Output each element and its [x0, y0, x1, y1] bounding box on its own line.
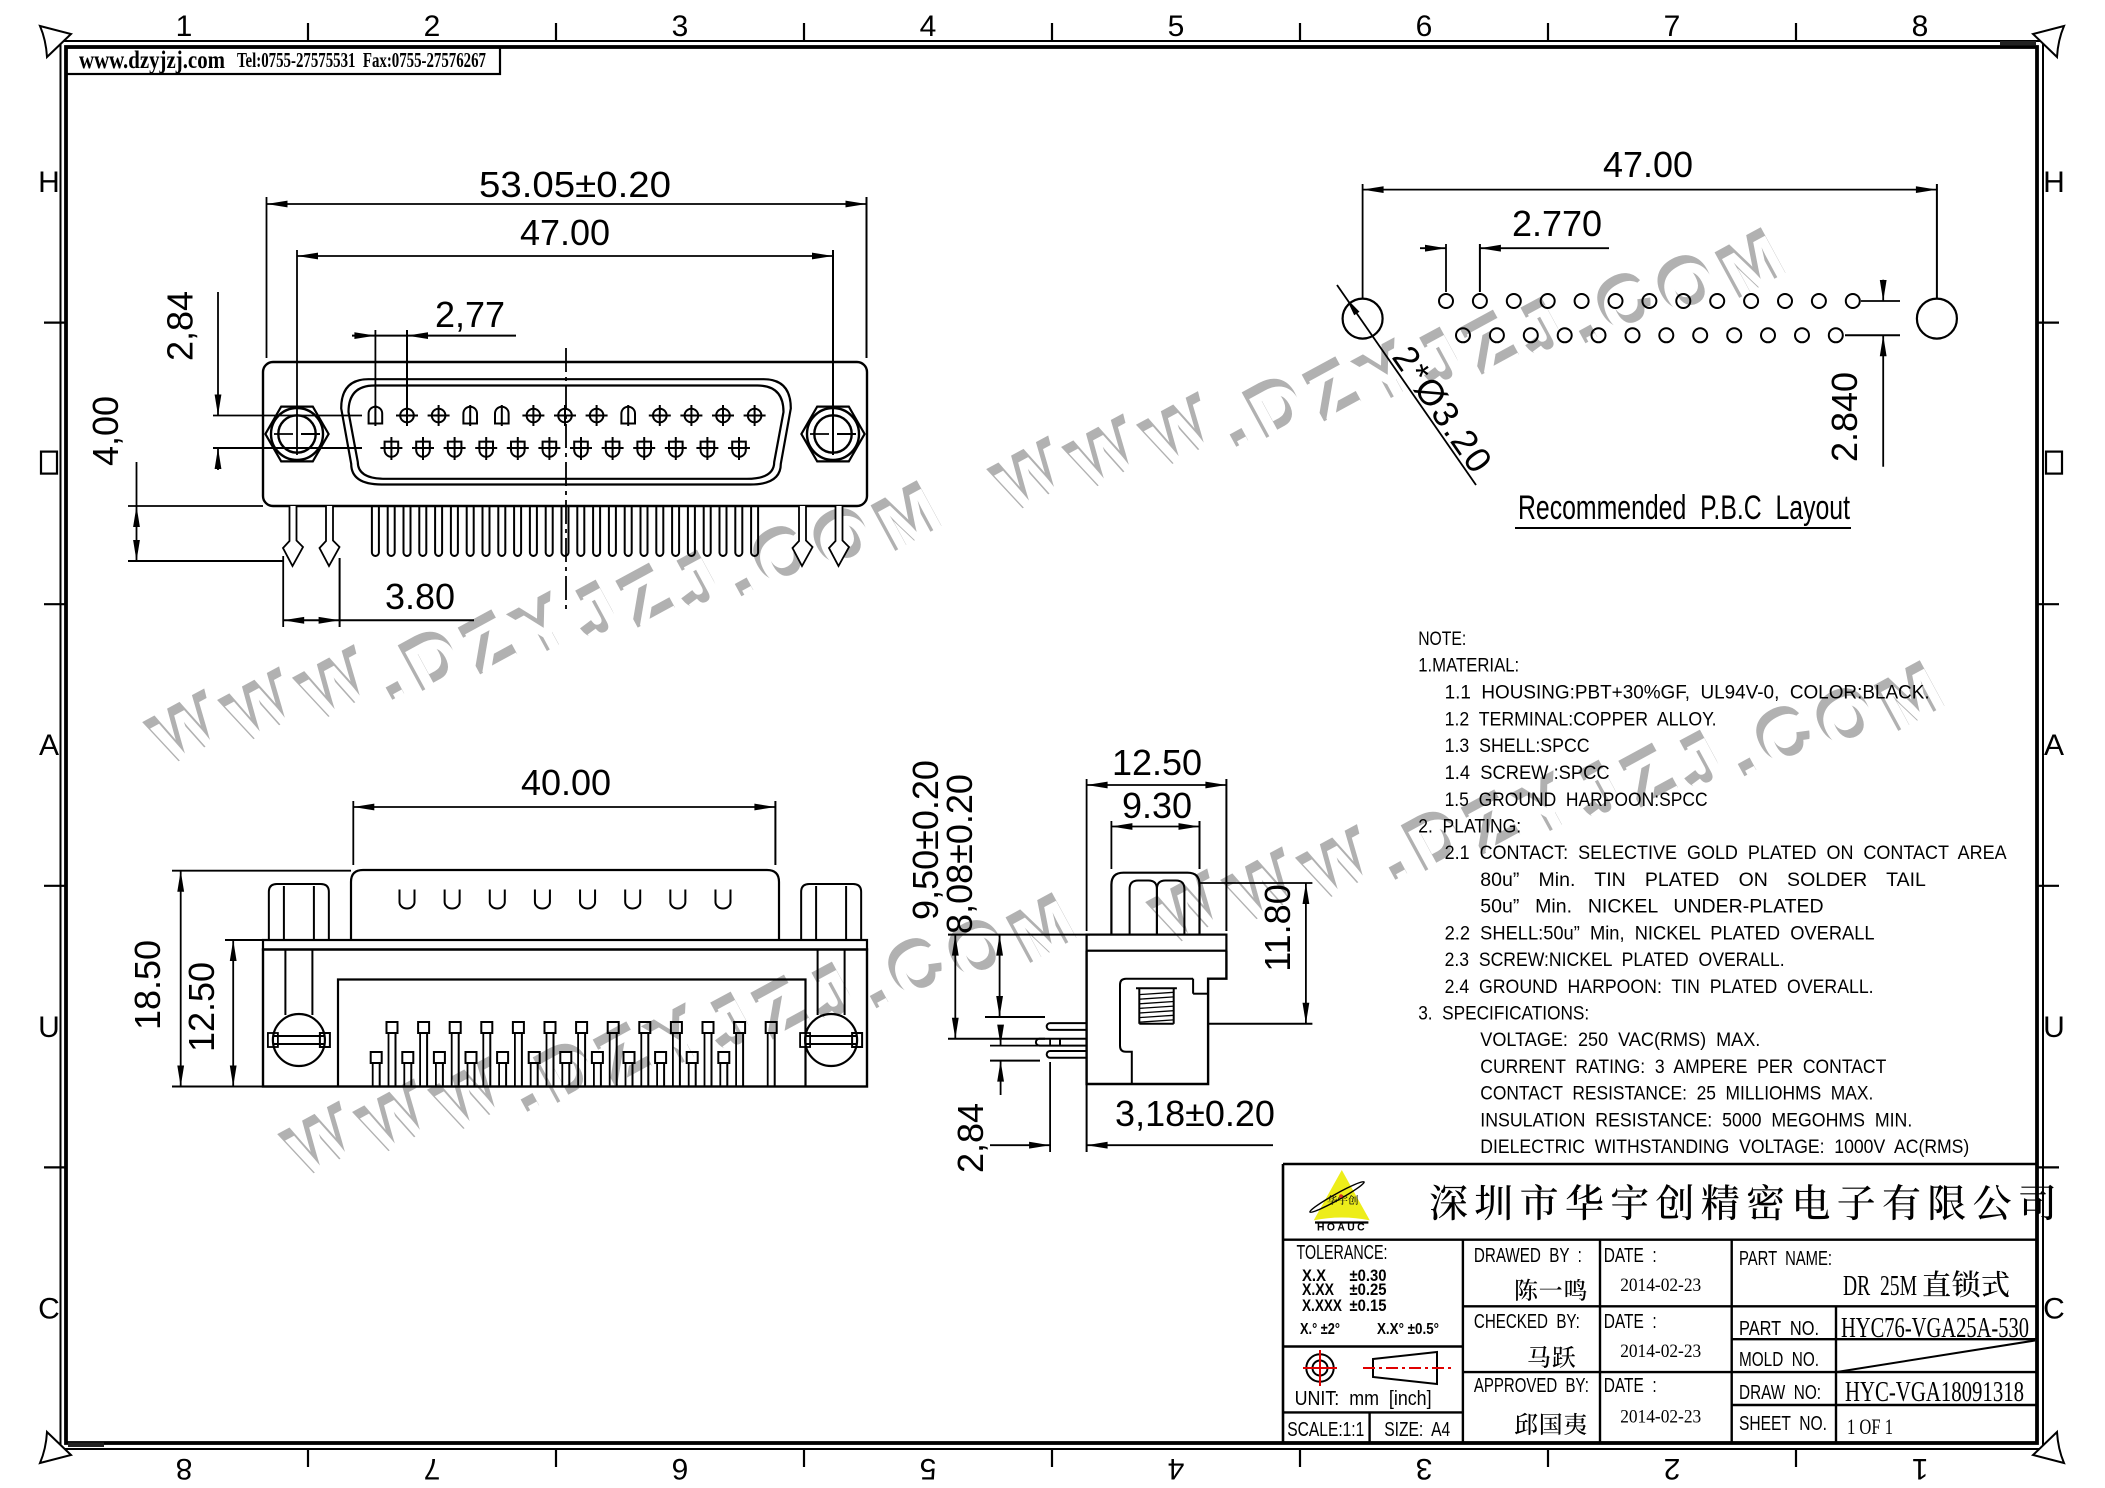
svg-text:4,00: 4,00	[85, 396, 126, 466]
svg-text:40.00: 40.00	[521, 762, 611, 803]
svg-text:DATE :: DATE :	[1604, 1245, 1657, 1267]
svg-text:4: 4	[920, 10, 937, 43]
svg-text:CONTACT RESISTANCE: 25 MILL: CONTACT RESISTANCE: 25 MILLIOHMS MAX.	[1480, 1083, 1873, 1105]
svg-text:Tel:0755-27575531 Fax:0755-27: Tel:0755-27575531 Fax:0755-27576267	[237, 48, 486, 72]
svg-text:C: C	[38, 1292, 60, 1325]
svg-text:1.1 HOUSING:PBT+30%GF, UL94V: 1.1 HOUSING:PBT+30%GF, UL94V-0, COLOR:BL…	[1445, 682, 1930, 704]
svg-text:53.05±0.20: 53.05±0.20	[479, 164, 671, 205]
svg-text:2014-02-23: 2014-02-23	[1620, 1275, 1701, 1296]
svg-text:SCALE:1:1: SCALE:1:1	[1287, 1419, 1364, 1441]
svg-text:CHECKED BY:: CHECKED BY:	[1474, 1311, 1580, 1333]
svg-text:2.4 GROUND HARPOON: TIN PL: 2.4 GROUND HARPOON: TIN PLATED OVERALL.	[1445, 976, 1874, 998]
svg-text:H: H	[2043, 166, 2065, 199]
svg-text:DATE :: DATE :	[1604, 1311, 1657, 1333]
svg-text:A: A	[39, 729, 59, 762]
svg-text:7: 7	[1664, 10, 1681, 43]
svg-text:2014-02-23: 2014-02-23	[1620, 1341, 1701, 1362]
svg-text:UNIT: mm [inch]: UNIT: mm [inch]	[1295, 1388, 1432, 1410]
svg-text:8: 8	[176, 1452, 193, 1485]
svg-text:2. PLATING:: 2. PLATING:	[1418, 816, 1521, 838]
svg-text:18.50: 18.50	[127, 940, 168, 1030]
svg-text:2014-02-23: 2014-02-23	[1620, 1407, 1701, 1428]
svg-text:PART NO.: PART NO.	[1739, 1318, 1819, 1340]
svg-text:NOTE:: NOTE:	[1418, 628, 1466, 650]
svg-text:DATE :: DATE :	[1604, 1375, 1657, 1397]
svg-text:2: 2	[1664, 1452, 1681, 1485]
svg-text:2.840: 2.840	[1824, 372, 1865, 462]
svg-text:50u” Min. NICKEL UNDER-PLAT: 50u” Min. NICKEL UNDER-PLATED	[1480, 896, 1823, 918]
svg-text:3.80: 3.80	[385, 576, 455, 617]
svg-text:11.80: 11.80	[1257, 884, 1298, 971]
svg-text:12.50: 12.50	[1112, 742, 1202, 783]
svg-text:DRAWED BY :: DRAWED BY :	[1474, 1245, 1582, 1267]
svg-text:2.3 SCREW:NICKEL PLATED OVE: 2.3 SCREW:NICKEL PLATED OVERALL.	[1445, 949, 1785, 971]
svg-text:A: A	[2044, 729, 2064, 762]
svg-text:APPROVED BY:: APPROVED BY:	[1474, 1375, 1589, 1397]
svg-text:DIELECTRIC WITHSTANDING VOLT: DIELECTRIC WITHSTANDING VOLTAGE: 1000V A…	[1480, 1136, 1969, 1158]
svg-text:1: 1	[1912, 1452, 1929, 1485]
svg-text:7: 7	[424, 1452, 441, 1485]
svg-text:U: U	[2043, 1011, 2065, 1044]
svg-text:12.50: 12.50	[181, 962, 222, 1052]
svg-text:1: 1	[176, 10, 193, 43]
svg-text:VOLTAGE: 250 VAC(RMS) MAX.: VOLTAGE: 250 VAC(RMS) MAX.	[1480, 1029, 1760, 1051]
svg-text:Recommended P.B.C Layout: Recommended P.B.C Layout	[1518, 489, 1850, 527]
svg-text:3: 3	[1416, 1452, 1433, 1485]
svg-text:INSULATION RESISTANCE: 5000: INSULATION RESISTANCE: 5000 MEGOHMS MIN.	[1480, 1109, 1912, 1131]
svg-text:1 OF 1: 1 OF 1	[1847, 1414, 1893, 1439]
svg-text:2.2 SHELL:50u” Min, NICKEL: 2.2 SHELL:50u” Min, NICKEL PLATED OVERAL…	[1445, 922, 1875, 944]
svg-text:2,84: 2,84	[160, 291, 201, 361]
svg-text:MOLD NO.: MOLD NO.	[1739, 1349, 1819, 1371]
svg-text:80u” Min. TIN PLATED ON S: 80u” Min. TIN PLATED ON SOLDER TAIL	[1480, 869, 1926, 891]
svg-text:H: H	[38, 166, 60, 199]
svg-text:8,08±0.20: 8,08±0.20	[939, 774, 980, 934]
svg-text:9,50±0.20: 9,50±0.20	[905, 760, 946, 920]
svg-text:X.XXX: X.XXX	[1302, 1296, 1343, 1315]
svg-text:X.X° ±0.5°: X.X° ±0.5°	[1377, 1321, 1439, 1338]
svg-text:SHEET NO.: SHEET NO.	[1739, 1413, 1827, 1435]
svg-text:1.3 SHELL:SPCC: 1.3 SHELL:SPCC	[1445, 735, 1590, 757]
svg-text:C: C	[2043, 1292, 2065, 1325]
svg-text:www.dzyjzj.com: www.dzyjzj.com	[79, 47, 225, 74]
svg-text:X.° ±2°: X.° ±2°	[1300, 1321, 1340, 1338]
svg-text:6: 6	[1416, 10, 1433, 43]
svg-text:4: 4	[1168, 1452, 1185, 1485]
svg-text:±0.25: ±0.25	[1350, 1280, 1387, 1299]
svg-text:2,77: 2,77	[435, 294, 505, 335]
svg-text:SIZE: A4: SIZE: A4	[1384, 1419, 1450, 1441]
svg-text:5: 5	[1168, 10, 1185, 43]
svg-text:3. SPECIFICATIONS:: 3. SPECIFICATIONS:	[1418, 1003, 1589, 1025]
svg-text:47.00: 47.00	[1603, 144, 1693, 185]
svg-text:DR 25M: DR 25M	[1843, 1271, 1917, 1302]
svg-text:TOLERANCE:: TOLERANCE:	[1297, 1242, 1388, 1264]
svg-text:1.4 SCREW :SPCC: 1.4 SCREW :SPCC	[1445, 762, 1610, 784]
svg-text:1.MATERIAL:: 1.MATERIAL:	[1418, 655, 1519, 677]
svg-text:CURRENT RATING: 3 AMPERE P: CURRENT RATING: 3 AMPERE PER CONTACT	[1480, 1056, 1886, 1078]
svg-text:8: 8	[1912, 10, 1929, 43]
svg-text:HYC-VGA18091318: HYC-VGA18091318	[1845, 1377, 2024, 1408]
svg-text:9.30: 9.30	[1122, 785, 1192, 826]
svg-text:2: 2	[424, 10, 441, 43]
svg-text:DRAW NO:: DRAW NO:	[1739, 1382, 1821, 1404]
svg-text:PART NAME:: PART NAME:	[1739, 1248, 1832, 1270]
svg-text:±0.15: ±0.15	[1350, 1296, 1387, 1315]
svg-text:HYC76-VGA25A-530: HYC76-VGA25A-530	[1841, 1313, 2029, 1344]
svg-text:HOAUC: HOAUC	[1317, 1222, 1367, 1234]
svg-text:2.1 CONTACT: SELECTIVE GOLD: 2.1 CONTACT: SELECTIVE GOLD PLATED ON CO…	[1445, 842, 2007, 864]
svg-text:X.X: X.X	[1302, 1266, 1327, 1285]
svg-text:1.5 GROUND HARPOON:SPCC: 1.5 GROUND HARPOON:SPCC	[1445, 789, 1708, 811]
svg-text:1.2 TERMINAL:COPPER ALLOY.: 1.2 TERMINAL:COPPER ALLOY.	[1445, 708, 1717, 730]
svg-text:X.XX: X.XX	[1302, 1280, 1335, 1299]
svg-text:2.770: 2.770	[1512, 203, 1602, 244]
svg-text:3: 3	[672, 10, 689, 43]
svg-text:47.00: 47.00	[520, 212, 610, 253]
svg-text:U: U	[38, 1011, 60, 1044]
svg-text:3,18±0.20: 3,18±0.20	[1115, 1093, 1275, 1134]
svg-text:±0.30: ±0.30	[1350, 1266, 1387, 1285]
svg-text:2,84: 2,84	[950, 1103, 991, 1173]
svg-text:5: 5	[920, 1452, 937, 1485]
svg-text:6: 6	[672, 1452, 689, 1485]
